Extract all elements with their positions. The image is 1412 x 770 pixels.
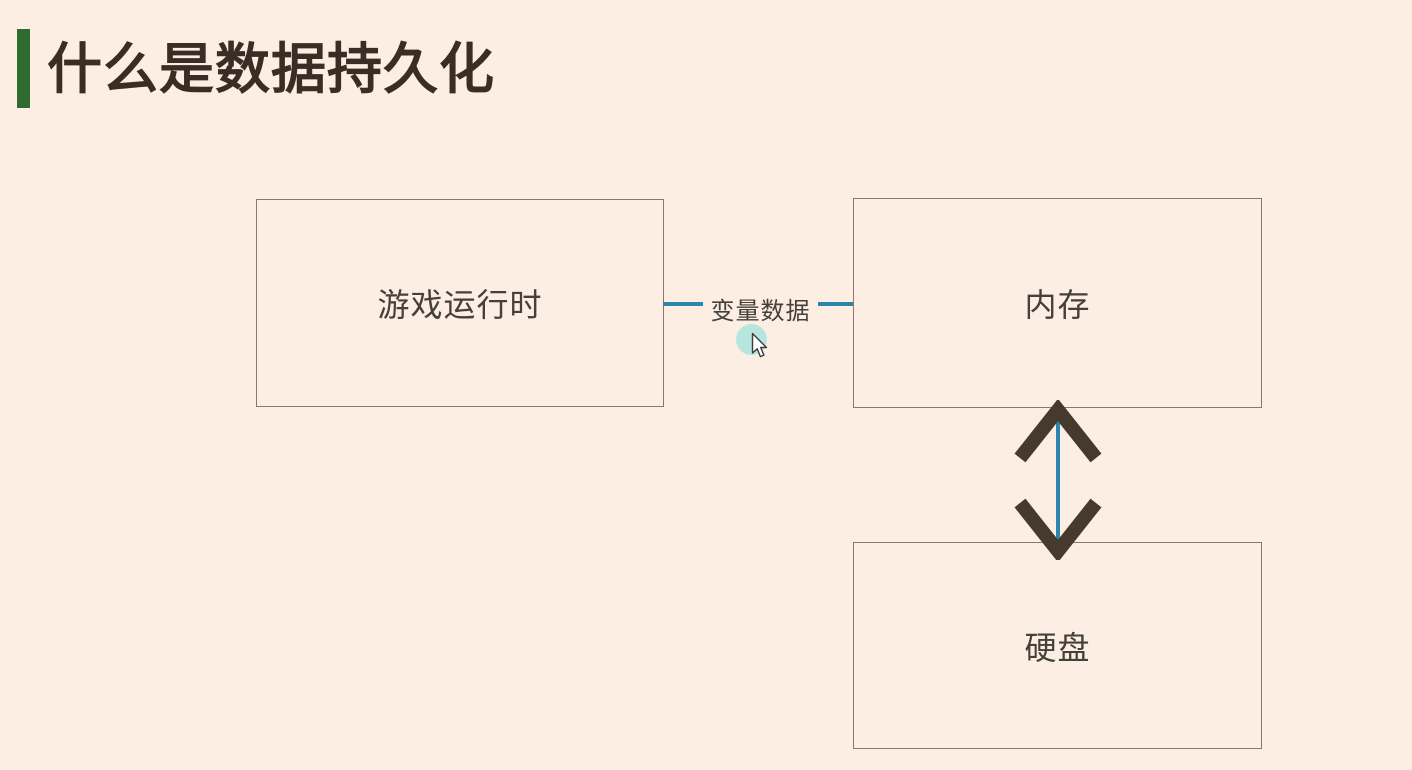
connector-label: 变量数据 (710, 298, 811, 325)
chevron-down-icon (1014, 498, 1102, 560)
diagram-box-game-runtime: 游戏运行时 (256, 199, 664, 407)
box-label-game-runtime: 游戏运行时 (377, 287, 543, 323)
chevron-up-icon (1014, 400, 1102, 463)
page-title: 什么是数据持久化 (47, 38, 496, 100)
bidirectional-arrow-connector (1014, 400, 1102, 560)
diagram-box-memory: 内存 (853, 198, 1262, 408)
title-accent-bar (17, 29, 30, 108)
box-label-hard-disk: 硬盘 (1024, 629, 1091, 666)
box-label-memory: 内存 (1024, 287, 1091, 323)
connector-line-right-segment (818, 302, 853, 306)
connector-line-left-segment (663, 302, 703, 306)
mouse-cursor-icon (751, 332, 768, 358)
diagram-box-hard-disk: 硬盘 (853, 542, 1262, 749)
